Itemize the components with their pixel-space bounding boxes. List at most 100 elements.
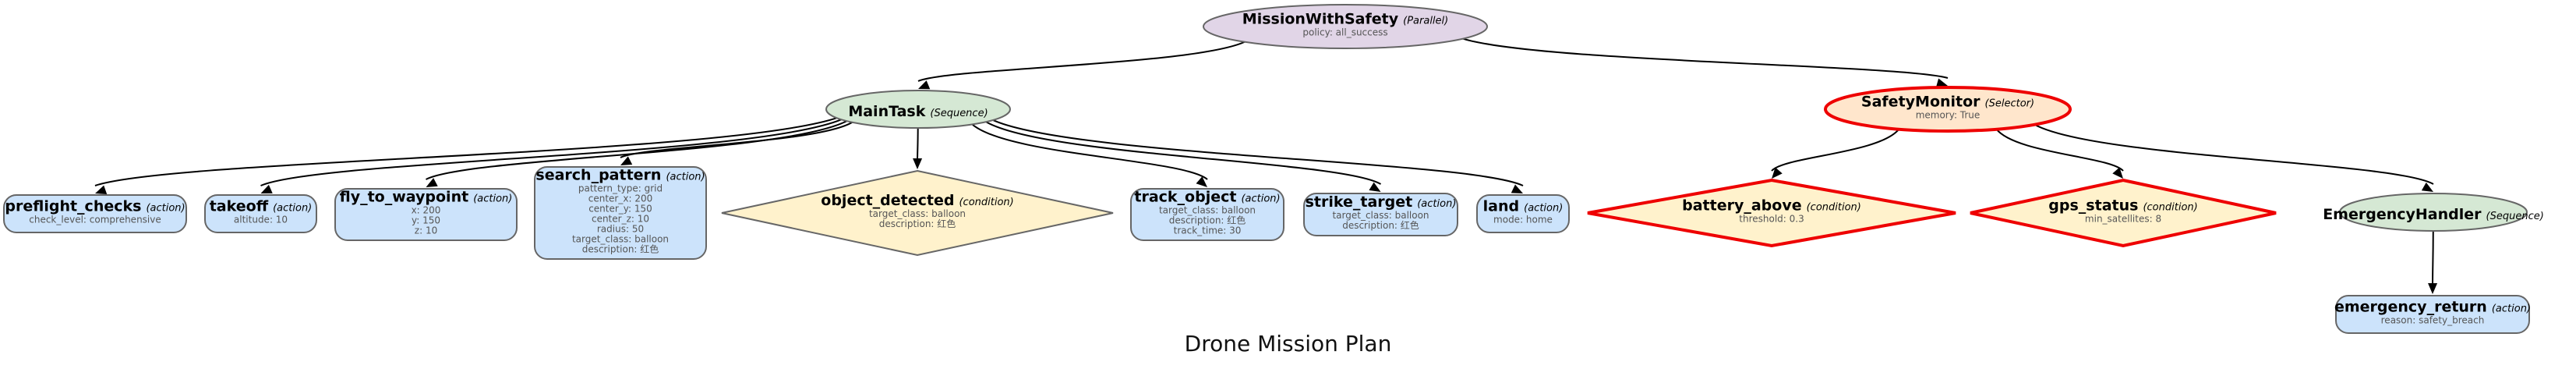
node-param: radius: 50 bbox=[597, 224, 644, 235]
arrowhead-icon bbox=[918, 80, 931, 90]
node-type: (Parallel) bbox=[1403, 16, 1448, 27]
node-type: (condition) bbox=[959, 197, 1013, 208]
node-param: track_time: 30 bbox=[1174, 225, 1242, 236]
action-rounded-rect-shape bbox=[1303, 193, 1458, 236]
node-label: gps_status (condition) bbox=[2048, 197, 2197, 215]
action-rounded-rect-shape bbox=[3, 194, 187, 233]
edge-MainTask-to-preflight_checks bbox=[94, 116, 839, 186]
node-label: track_object (action) bbox=[1134, 189, 1280, 206]
node-name: track_object bbox=[1134, 189, 1236, 206]
node-gps-status[interactable]: gps_status(condition)min_satellites: 8 bbox=[1970, 178, 2277, 248]
edge-MainTask-to-strike_target bbox=[984, 120, 1382, 185]
sequence-ellipse-shape bbox=[825, 90, 1011, 129]
edge-SafetyMonitor-to-EmergencyHandler bbox=[2033, 123, 2434, 185]
node-name: SafetyMonitor bbox=[1861, 94, 1981, 111]
node-param: target_class: balloon bbox=[572, 234, 669, 245]
node-takeoff[interactable]: takeoff (action)altitude: 10 bbox=[204, 194, 317, 233]
node-emergencyhandler[interactable]: EmergencyHandler (Sequence) bbox=[2323, 193, 2544, 232]
action-rounded-rect-shape bbox=[204, 194, 317, 233]
node-missionwithsafety[interactable]: MissionWithSafety(Parallel)policy: all_s… bbox=[1203, 4, 1488, 49]
node-type: (action) bbox=[146, 203, 185, 215]
node-type: (action) bbox=[1524, 203, 1563, 215]
node-emergency-return[interactable]: emergency_return(action)reason: safety_b… bbox=[2334, 295, 2531, 334]
node-param: check_level: comprehensive bbox=[29, 215, 161, 225]
node-maintask[interactable]: MainTask (Sequence) bbox=[825, 90, 1011, 129]
node-name: land bbox=[1483, 198, 1519, 215]
node-object-detected[interactable]: object_detected(condition)target_class: … bbox=[721, 169, 1114, 257]
node-param: center_z: 10 bbox=[592, 214, 649, 225]
edge-MainTask-to-object_detected bbox=[917, 127, 919, 162]
arrowhead-icon bbox=[1511, 184, 1523, 193]
node-label: object_detected(condition) bbox=[821, 192, 1013, 209]
node-param: description: 红色 bbox=[1169, 215, 1246, 226]
node-label: strike_target(action) bbox=[1306, 193, 1457, 211]
arrowhead-icon bbox=[1369, 182, 1381, 192]
node-label: takeoff (action) bbox=[210, 198, 313, 215]
arrowhead-icon bbox=[913, 158, 923, 169]
edge-MainTask-to-search_pattern bbox=[620, 121, 853, 158]
node-type: (action) bbox=[1241, 193, 1280, 205]
edge-MissionWithSafety-to-SafetyMonitor bbox=[1461, 37, 1949, 79]
edge-SafetyMonitor-to-gps_status bbox=[1995, 128, 2124, 172]
node-track-object[interactable]: track_object(action)target_class: balloo… bbox=[1130, 188, 1284, 241]
arrowhead-icon bbox=[2428, 282, 2438, 294]
node-param: threshold: 0.3 bbox=[1739, 214, 1804, 225]
action-rounded-rect-shape bbox=[534, 166, 707, 260]
arrowhead-icon bbox=[2112, 167, 2123, 179]
node-strike-target[interactable]: strike_target(action)target_class: ballo… bbox=[1303, 193, 1458, 236]
node-label: SafetyMonitor (Selector) bbox=[1861, 94, 2034, 111]
node-param: z: 10 bbox=[415, 225, 437, 236]
node-label: emergency_return(action) bbox=[2334, 299, 2531, 316]
node-name: preflight_checks bbox=[5, 198, 141, 215]
arrowhead-icon bbox=[620, 156, 633, 165]
node-name: emergency_return bbox=[2334, 299, 2487, 316]
edge-MissionWithSafety-to-MainTask bbox=[917, 41, 1246, 82]
arrowhead-icon bbox=[1196, 176, 1207, 187]
action-rounded-rect-shape bbox=[334, 188, 518, 241]
node-name: MainTask bbox=[848, 103, 925, 120]
node-param: altitude: 10 bbox=[234, 215, 288, 225]
node-battery-above[interactable]: battery_above (condition)threshold: 0.3 bbox=[1587, 178, 1956, 248]
node-type: (action) bbox=[473, 193, 512, 205]
node-param: target_class: balloon bbox=[1332, 210, 1429, 221]
node-name: MissionWithSafety bbox=[1242, 11, 1399, 28]
node-name: takeoff bbox=[210, 198, 269, 215]
sequence-ellipse-shape bbox=[2339, 193, 2528, 232]
arrowhead-icon bbox=[260, 184, 273, 193]
node-label: preflight_checks (action) bbox=[5, 198, 185, 215]
node-type: (condition) bbox=[1807, 202, 1861, 214]
node-label: battery_above (condition) bbox=[1682, 197, 1861, 215]
node-param: description: 红色 bbox=[582, 243, 659, 255]
node-type: (Sequence) bbox=[2486, 211, 2544, 222]
node-param: target_class: balloon bbox=[869, 208, 966, 219]
node-safetymonitor[interactable]: SafetyMonitor (Selector) memory: True bbox=[1824, 86, 2072, 133]
node-type: (Selector) bbox=[1985, 98, 2035, 110]
node-param: mode: home bbox=[1493, 215, 1553, 225]
arrowhead-icon bbox=[1935, 78, 1948, 88]
condition-diamond-shape bbox=[1587, 178, 1956, 248]
node-name: EmergencyHandler bbox=[2323, 206, 2482, 223]
node-type: (action) bbox=[273, 203, 312, 215]
node-search-pattern[interactable]: search_pattern(action)pattern_type: grid… bbox=[534, 166, 707, 260]
node-land[interactable]: land (action)mode: home bbox=[1476, 194, 1570, 233]
parallel-ellipse-shape bbox=[1203, 4, 1488, 49]
node-name: battery_above bbox=[1682, 197, 1801, 215]
arrowhead-icon bbox=[2421, 182, 2433, 192]
action-rounded-rect-shape bbox=[2335, 295, 2530, 334]
node-name: gps_status bbox=[2048, 197, 2138, 215]
edge-MainTask-to-land bbox=[991, 119, 1524, 186]
node-type: (Sequence) bbox=[930, 108, 988, 119]
node-name: search_pattern bbox=[535, 167, 661, 184]
selector-ellipse-shape bbox=[1824, 86, 2072, 133]
node-param: center_y: 150 bbox=[588, 204, 652, 215]
arrowhead-icon bbox=[95, 185, 108, 194]
node-type: (condition) bbox=[2143, 202, 2197, 214]
edge-MainTask-to-track_object bbox=[971, 123, 1208, 180]
node-param: x: 200 bbox=[412, 205, 441, 216]
node-preflight-checks[interactable]: preflight_checks (action)check_level: com… bbox=[3, 194, 187, 233]
node-label: EmergencyHandler (Sequence) bbox=[2323, 206, 2544, 223]
node-label: search_pattern(action) bbox=[535, 167, 705, 184]
node-param: memory: True bbox=[1916, 110, 1981, 121]
